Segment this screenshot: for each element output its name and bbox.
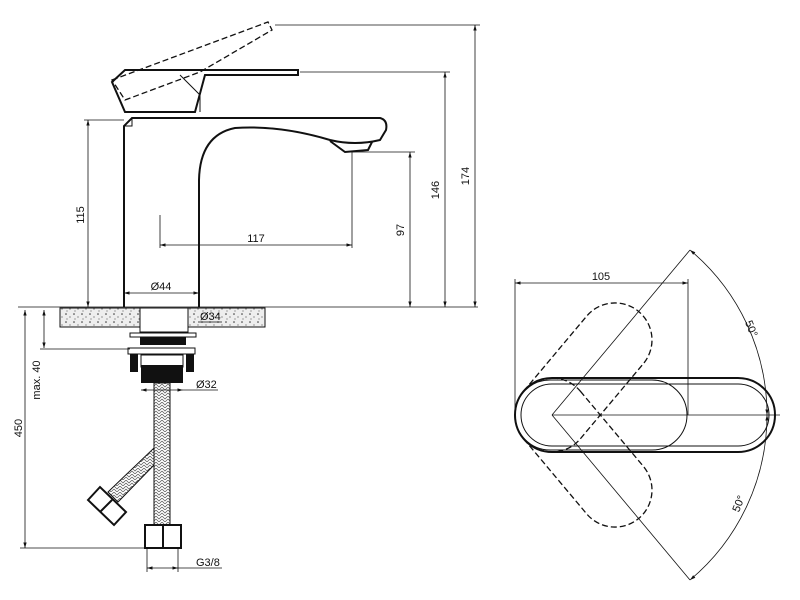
dim-97: 97 <box>395 224 407 236</box>
dim-117: 117 <box>247 233 265 245</box>
countertop-left <box>59 307 141 328</box>
dim-450: 450 <box>13 419 25 437</box>
hose-main <box>153 382 171 526</box>
hose-nut-main <box>144 524 182 549</box>
top-view: 105 50° 50° <box>514 249 780 581</box>
dim-d44: Ø44 <box>151 281 172 293</box>
aerator <box>329 140 373 154</box>
side-view: 174 146 97 115 117 Ø44 Ø34 max. 40 450 Ø… <box>13 21 480 572</box>
dim-d34: Ø34 <box>200 311 221 323</box>
angle-lower: 50° <box>731 494 748 514</box>
dim-g38: G3/8 <box>196 557 220 569</box>
angle-upper: 50° <box>742 319 759 339</box>
dim-115: 115 <box>75 206 87 224</box>
hose-branch <box>107 446 155 503</box>
dim-max40: max. 40 <box>31 360 43 399</box>
dim-146: 146 <box>430 181 442 199</box>
dim-174: 174 <box>460 167 472 185</box>
dim-105: 105 <box>592 271 610 283</box>
lever-open-position <box>111 21 273 101</box>
faucet-body <box>123 117 388 307</box>
lever-handle <box>110 69 299 113</box>
dim-d32: Ø32 <box>196 379 217 391</box>
mounting-nut <box>127 347 196 355</box>
hose-nut-branch <box>86 485 128 527</box>
